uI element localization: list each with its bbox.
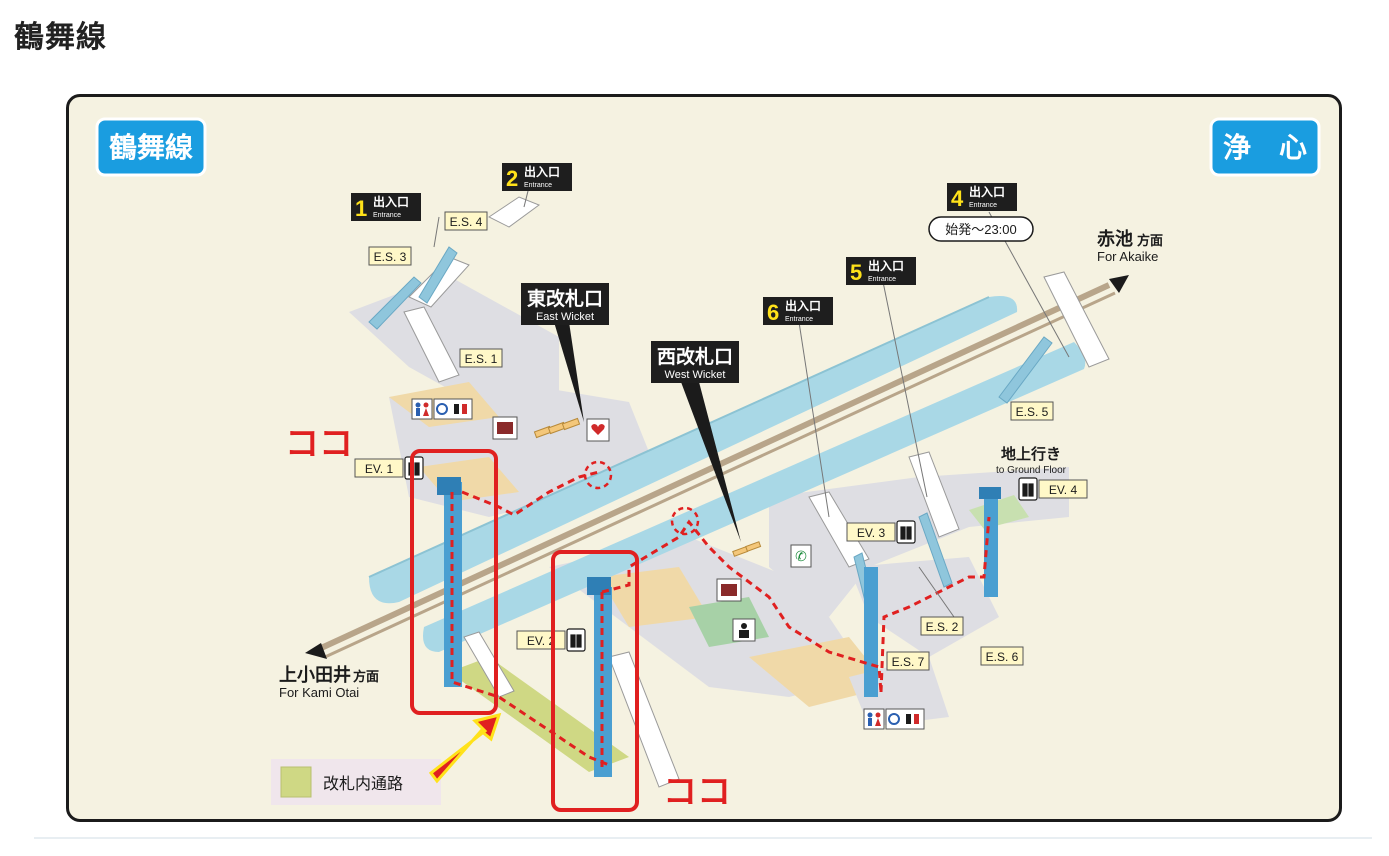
direction-akaike: 赤池 方面 For Akaike [1097, 228, 1163, 264]
line-badge: 鶴舞線 [95, 117, 207, 177]
ev-1-label: EV. 1 [354, 458, 404, 478]
es-6-label: E.S. 6 [980, 646, 1024, 666]
svg-text:出入口: 出入口 [373, 194, 409, 209]
station-badge: 浄 心 [1209, 117, 1321, 177]
svg-text:方面: 方面 [1137, 233, 1163, 248]
west-wicket-label: 西改札口 West Wicket [651, 341, 739, 383]
svg-text:E.S. 7: E.S. 7 [892, 655, 925, 669]
page-title: 鶴舞線 [14, 20, 107, 55]
svg-text:東改札口: 東改札口 [527, 287, 603, 310]
elevator-icon [566, 628, 586, 652]
route-waypoint-east [583, 460, 613, 490]
legend: 改札内通路 [271, 759, 441, 805]
es-4-label: E.S. 4 [444, 211, 488, 231]
station-badge-text: 浄 心 [1223, 132, 1307, 163]
svg-text:EV. 2: EV. 2 [527, 634, 556, 648]
svg-text:to Ground Floor: to Ground Floor [996, 465, 1067, 476]
east-wicket-pointer [554, 322, 584, 422]
svg-text:Entrance: Entrance [868, 276, 896, 283]
svg-text:出入口: 出入口 [969, 184, 1005, 199]
svg-text:4: 4 [951, 186, 964, 211]
svg-text:E.S. 3: E.S. 3 [374, 250, 407, 264]
svg-text:EV. 4: EV. 4 [1049, 483, 1078, 497]
svg-text:上小田井: 上小田井 [279, 664, 351, 685]
entrance-5-label: 5 出入口 Entrance [846, 257, 916, 285]
divider [34, 837, 1372, 839]
platforms [368, 296, 1086, 652]
east-wicket-label: 東改札口 East Wicket [521, 283, 609, 325]
restroom-icon [863, 708, 885, 730]
svg-text:E.S. 5: E.S. 5 [1016, 405, 1049, 419]
svg-text:出入口: 出入口 [868, 258, 904, 273]
svg-text:西改札口: 西改札口 [657, 345, 733, 368]
ground-floor-label: 地上行き to Ground Floor [996, 445, 1067, 476]
es-1-label: E.S. 1 [459, 348, 503, 368]
entrance-2-label: 2 出入口 Entrance [502, 163, 572, 191]
highlight-box-ev2 [551, 550, 639, 812]
wicket-gates [533, 417, 762, 557]
route-waypoint-west [670, 506, 700, 536]
svg-text:1: 1 [355, 196, 367, 221]
es-2-label: E.S. 2 [920, 616, 964, 636]
svg-text:For Akaike: For Akaike [1097, 249, 1158, 264]
svg-text:✆: ✆ [795, 548, 807, 564]
svg-text:地上行き: 地上行き [1001, 445, 1061, 463]
es-5-label: E.S. 5 [1010, 401, 1054, 421]
svg-text:5: 5 [850, 260, 862, 285]
svg-text:E.S. 2: E.S. 2 [926, 620, 959, 634]
ticket-machine-icon [492, 416, 518, 440]
escalators-drawing [368, 246, 1053, 618]
svg-text:2: 2 [506, 166, 518, 191]
es-7-label: E.S. 7 [886, 651, 930, 671]
line-badge-text: 鶴舞線 [109, 131, 193, 163]
highlight-annotations [410, 449, 639, 812]
telephone-icon: ✆ [790, 544, 812, 568]
svg-text:赤池: 赤池 [1097, 228, 1133, 249]
svg-text:E.S. 1: E.S. 1 [465, 352, 498, 366]
entrance-4-hours: 始発〜23:00 [928, 216, 1034, 242]
svg-text:Entrance: Entrance [373, 212, 401, 219]
west-wicket-pointer [681, 382, 741, 542]
svg-text:EV. 3: EV. 3 [857, 526, 886, 540]
ticket-machine-icon [716, 578, 742, 602]
legend-label: 改札内通路 [323, 775, 403, 793]
svg-text:6: 6 [767, 300, 779, 325]
accessible-restroom-icon [885, 708, 925, 730]
ev-3-label: EV. 3 [846, 522, 896, 542]
station-map-drawing: 鶴舞線 浄 心 1 出入口 Entrance 2 出入口 Entrance 4 … [95, 117, 1321, 812]
svg-text:EV. 1: EV. 1 [365, 462, 394, 476]
svg-text:方面: 方面 [353, 669, 379, 684]
highlight-box-ev1 [410, 449, 498, 715]
svg-text:出入口: 出入口 [524, 164, 560, 179]
es-3-label: E.S. 3 [368, 246, 412, 266]
aed-icon [586, 418, 610, 442]
entrance-4-label: 4 出入口 Entrance [947, 183, 1017, 211]
annotation-koko-bottom: ココ [663, 773, 731, 811]
svg-text:West Wicket: West Wicket [665, 369, 726, 381]
restroom-icon [411, 398, 433, 420]
elevator-icon [896, 520, 916, 544]
legend-swatch [280, 766, 312, 798]
svg-text:E.S. 6: E.S. 6 [986, 650, 1019, 664]
svg-text:E.S. 4: E.S. 4 [450, 215, 483, 229]
direction-kamiotai: 上小田井 方面 For Kami Otai [279, 664, 379, 700]
annotation-koko-top: ココ [285, 425, 353, 463]
arrow-icon [428, 712, 502, 784]
entrance-6-label: 6 出入口 Entrance [763, 297, 833, 325]
elevator-icon [1018, 477, 1038, 501]
ev-4-label: EV. 4 [1038, 479, 1088, 499]
svg-text:Entrance: Entrance [969, 202, 997, 209]
svg-text:出入口: 出入口 [785, 298, 821, 313]
svg-text:始発〜23:00: 始発〜23:00 [945, 222, 1017, 237]
station-office-icon [732, 618, 756, 642]
route-paths [450, 470, 991, 767]
svg-text:Entrance: Entrance [524, 182, 552, 189]
ev-2-label: EV. 2 [516, 630, 566, 650]
entrance-1-label: 1 出入口 Entrance [351, 193, 421, 221]
accessible-restroom-icon [433, 398, 473, 420]
svg-text:East Wicket: East Wicket [536, 311, 594, 323]
svg-text:Entrance: Entrance [785, 316, 813, 323]
svg-text:For Kami Otai: For Kami Otai [279, 685, 359, 700]
station-map: 鶴舞線 浄 心 1 出入口 Entrance 2 出入口 Entrance 4 … [66, 94, 1342, 822]
